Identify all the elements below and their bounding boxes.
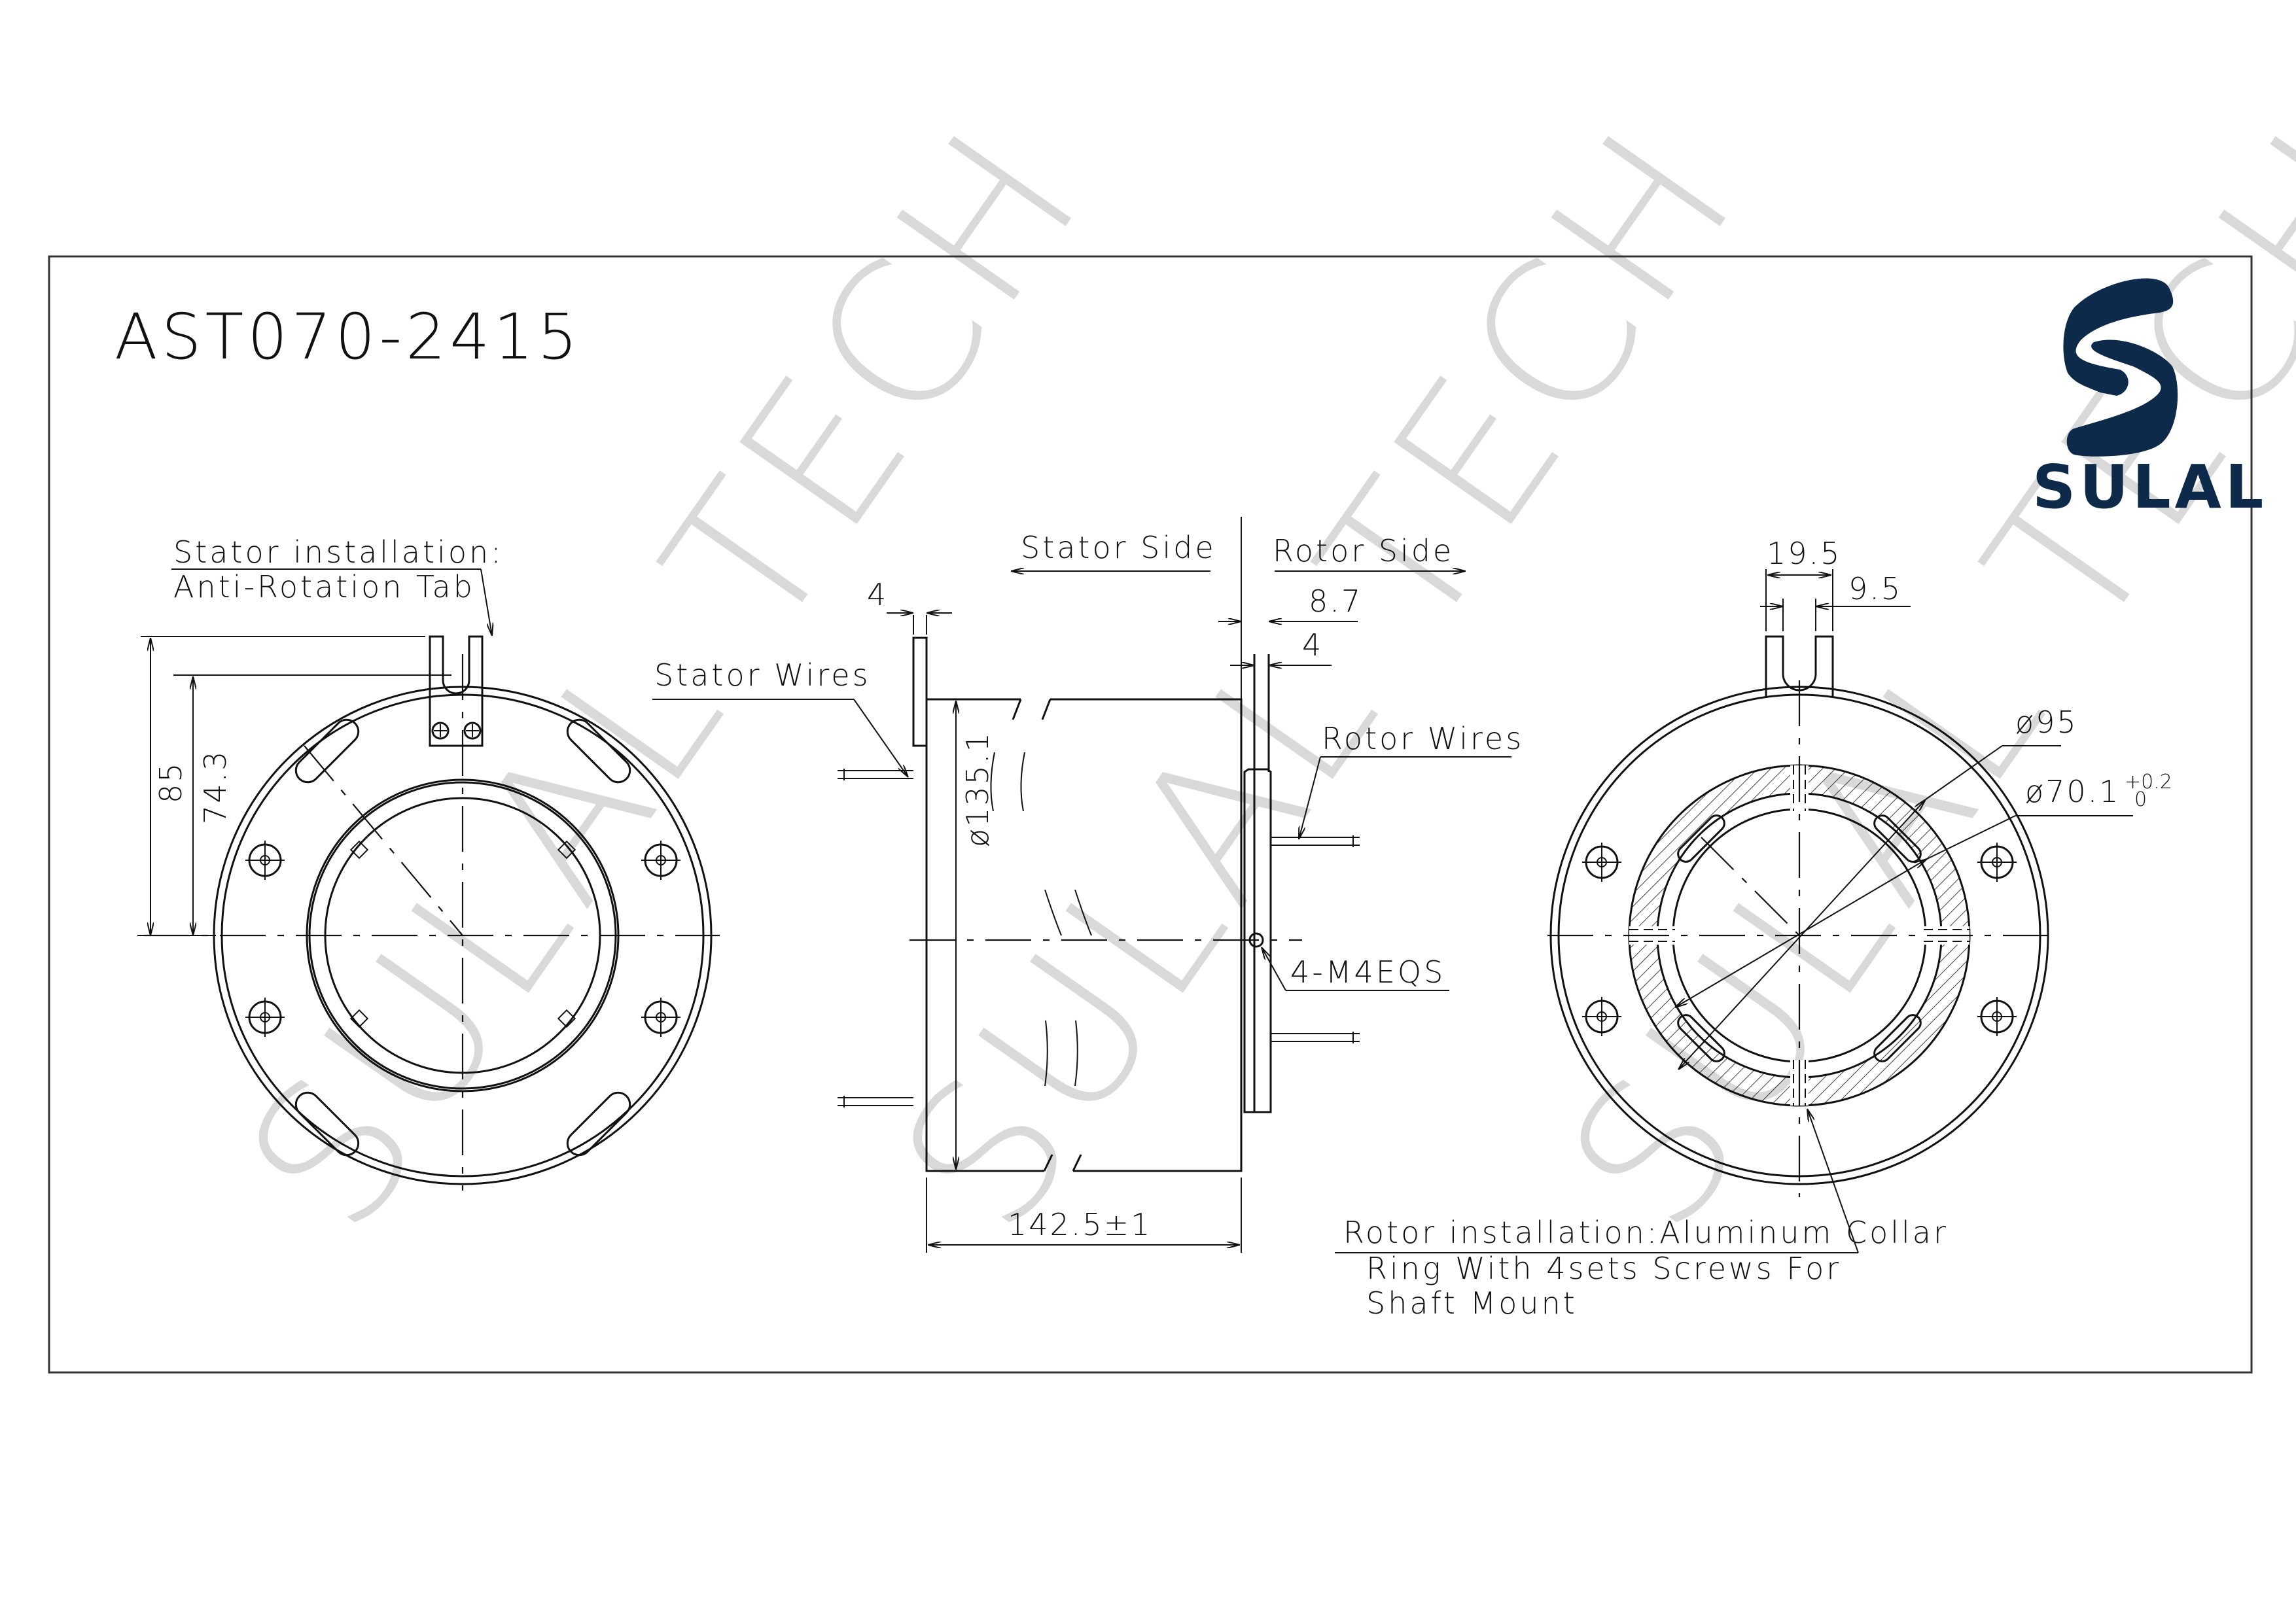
mount-hole (641, 998, 680, 1037)
stator-installation-label: Stator installation: (173, 534, 504, 570)
rotor-installation-label: Rotor installation:Aluminum Collar (1343, 1215, 1949, 1250)
mount-hole (1977, 843, 2017, 882)
rotor-side-label: Rotor Side (1273, 533, 1454, 568)
mount-hole (1977, 997, 2017, 1036)
collar-ring-screws-label: Ring With 4sets Screws For (1366, 1251, 1841, 1286)
dim-tab-width: 19.5 (1767, 536, 1841, 571)
dim-flange-thickness: 4 (867, 577, 888, 612)
rear-view-rotor: 19.5 9.5 ø95 ø70.1 +0.2 0 Rotor installa… (1335, 536, 2172, 1321)
front-view-stator: 85 74.3 Stator installation: Anti-Rotati… (137, 534, 720, 1191)
dim-outer-collar-95: ø95 (2015, 705, 2078, 740)
anti-rotation-tab-label: Anti-Rotation Tab (173, 569, 475, 604)
brand-name: SULAL (2032, 452, 2267, 522)
mount-hole (245, 841, 285, 880)
s-ribbon-logo-icon (2063, 278, 2178, 457)
mount-hole (1582, 997, 1621, 1036)
mount-hole (245, 998, 285, 1037)
screw-callout-4-m4eqs: 4-M4EQS (1290, 954, 1445, 990)
shaft-mount-label: Shaft Mount (1366, 1285, 1578, 1321)
dim-height-85: 85 (153, 761, 188, 803)
stator-wires-label: Stator Wires (654, 657, 871, 693)
dim-rotor-offset: 8.7 (1309, 584, 1362, 619)
dim-bore-70-1: ø70.1 (2025, 774, 2121, 809)
brand-logo: SULAL (2032, 278, 2267, 522)
stator-side-label: Stator Side (1021, 530, 1216, 565)
dim-diameter-135-1: ø135.1 (960, 731, 995, 847)
dim-height-74-3: 74.3 (198, 750, 233, 824)
side-view: ø135.1 142.5±1 4 8.7 4 Stator Side Rotor… (652, 517, 1524, 1253)
dim-bore-tol-lower: 0 (2134, 788, 2147, 811)
rotor-wires-label: Rotor Wires (1322, 721, 1524, 756)
dim-rotor-plate: 4 (1302, 627, 1323, 663)
mount-hole (641, 841, 680, 880)
mount-hole (1582, 843, 1621, 882)
stator-wire-bundle (838, 769, 913, 1108)
rotor-wire-bundle (1271, 835, 1360, 1043)
dim-length-142-5: 142.5±1 (1008, 1207, 1152, 1242)
model-number-title: AST070-2415 (115, 300, 581, 374)
anti-rotation-tab (429, 635, 484, 747)
dim-slot-width: 9.5 (1848, 571, 1902, 606)
drawing-frame (48, 255, 2253, 1374)
dim-bore-tol-upper: +0.2 (2125, 771, 2172, 794)
